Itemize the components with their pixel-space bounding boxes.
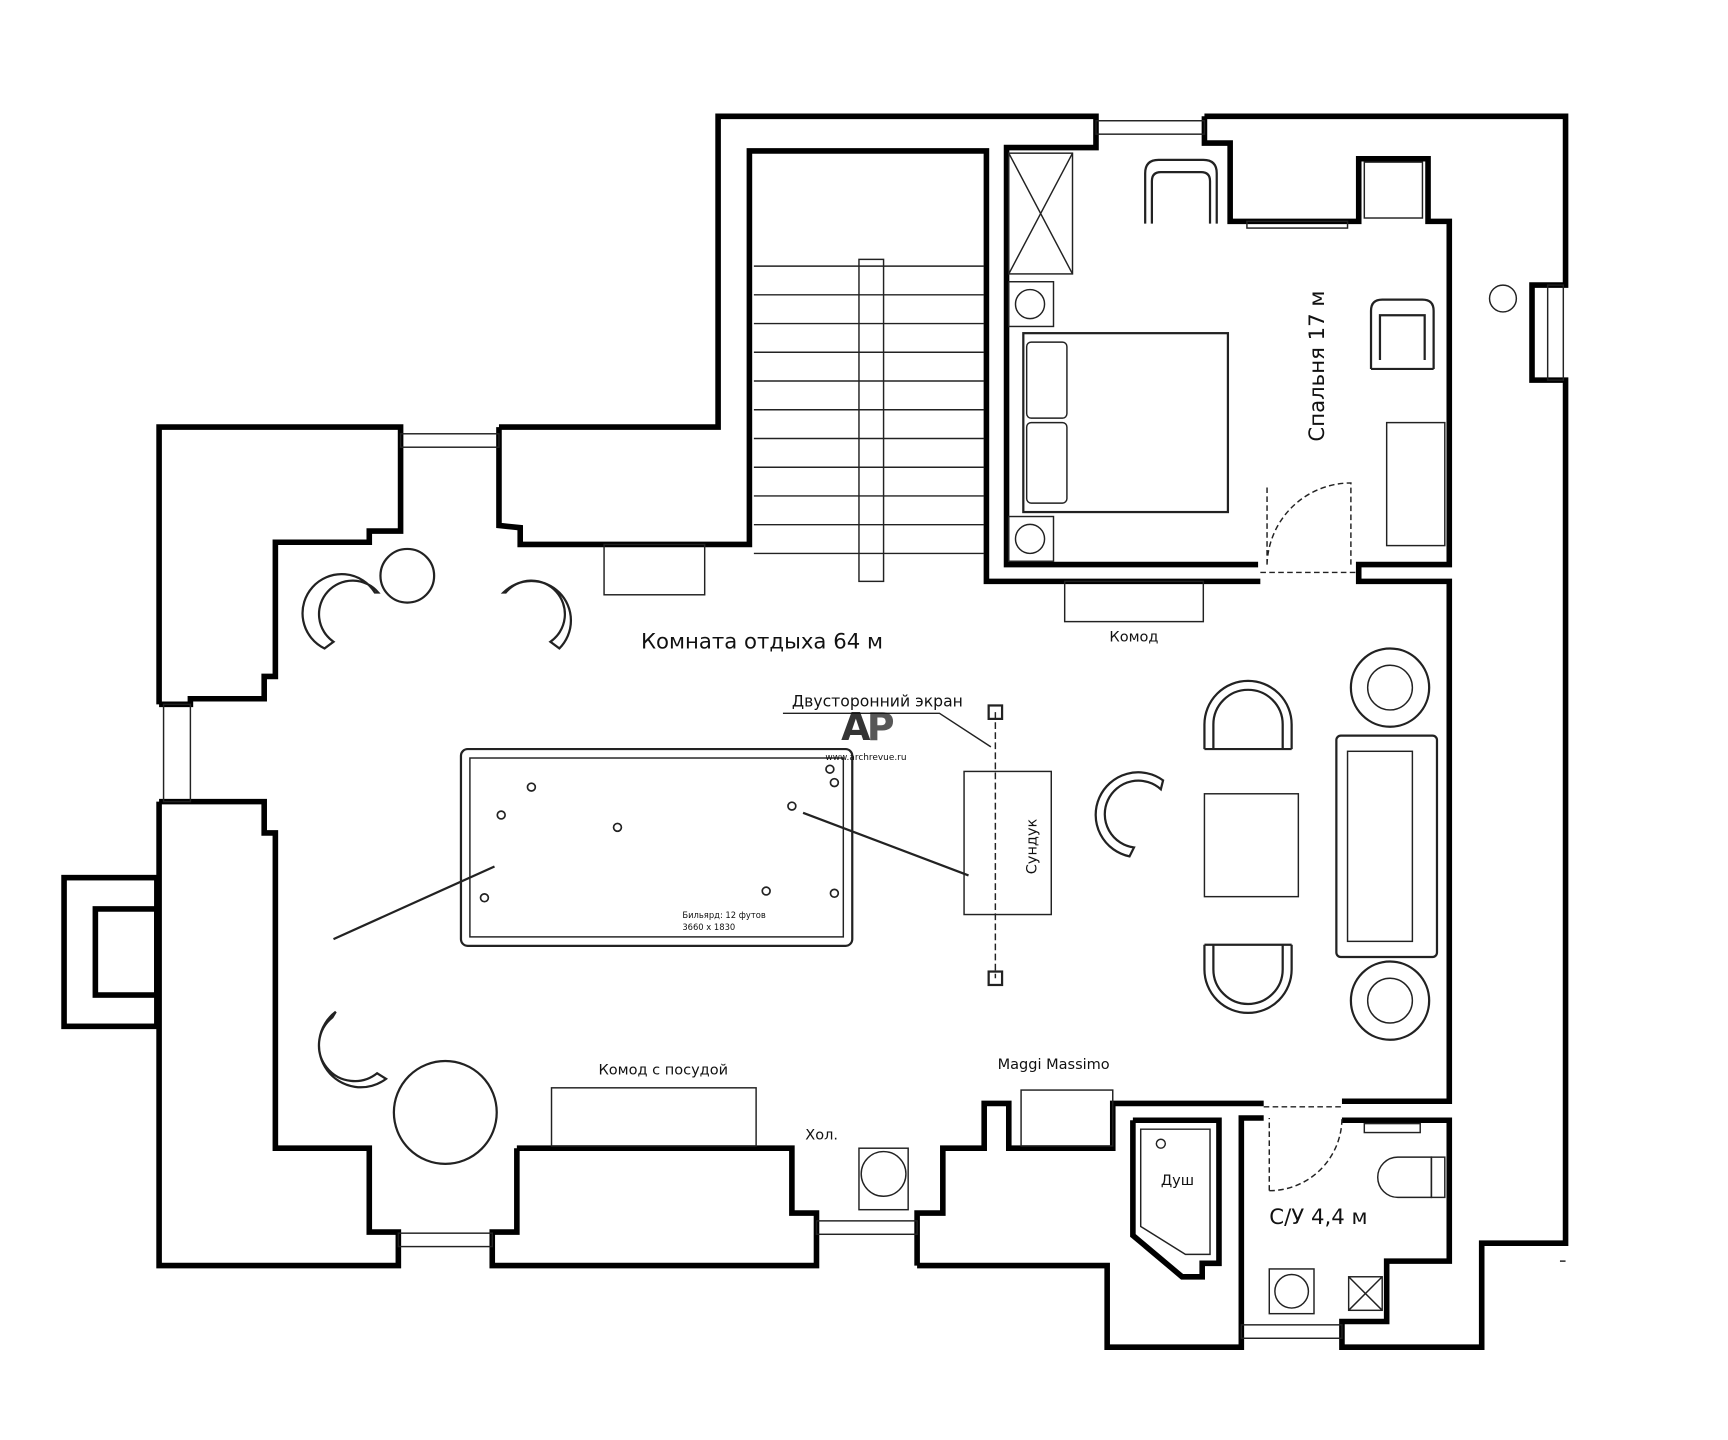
label-screen: Двусторонний экран <box>792 692 963 711</box>
staircase <box>753 258 985 583</box>
lounge-furniture <box>301 543 1439 1211</box>
label-maggi: Maggi Massimo <box>998 1057 1110 1073</box>
room-label-lounge: Комната отдыха 64 м <box>641 629 883 654</box>
room-label-bathroom: С/У 4,4 м <box>1269 1205 1367 1230</box>
label-billiard: Бильярд: 12 футов <box>682 910 766 920</box>
label-billiard-size: 3660 x 1830 <box>682 922 735 932</box>
label-shower: Душ <box>1161 1173 1194 1189</box>
windows <box>162 120 1565 1339</box>
svg-text:P: P <box>867 705 895 749</box>
label-fridge: Хол. <box>805 1127 838 1143</box>
label-dish-dresser: Комод с посудой <box>598 1062 728 1078</box>
room-label-bedroom: Спальня 17 м <box>1305 291 1330 442</box>
bathroom-fixtures <box>1139 1106 1566 1315</box>
svg-text:A: A <box>841 705 871 749</box>
watermark: A P www.archrevue.ru <box>825 705 906 763</box>
label-dresser: Комод <box>1109 630 1158 646</box>
watermark-url: www.archrevue.ru <box>825 753 906 763</box>
walls <box>61 113 1569 1350</box>
label-chest: Сундук <box>1025 818 1041 874</box>
bedroom-furniture <box>1008 152 1518 574</box>
